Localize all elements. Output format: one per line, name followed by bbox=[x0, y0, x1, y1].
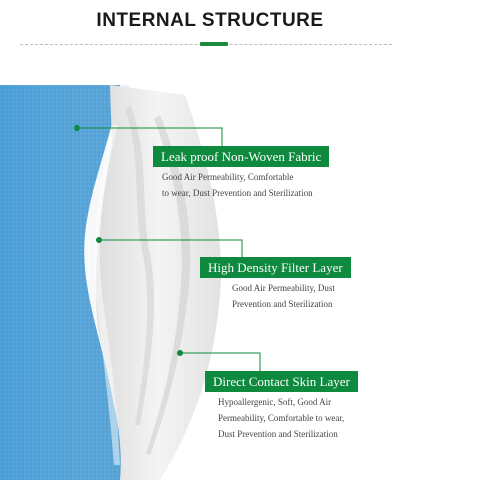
page-title: INTERNAL STRUCTURE bbox=[96, 10, 324, 31]
layer-description-skin: Hypoallergenic, Soft, Good Air Permeabil… bbox=[218, 397, 345, 439]
layer-label-filter: High Density Filter Layer bbox=[200, 257, 351, 278]
layer-label-skin: Direct Contact Skin Layer bbox=[205, 371, 358, 392]
white-filter-layer bbox=[95, 85, 221, 480]
layer-description-nonwoven: Good Air Permeability, Comfortable to we… bbox=[162, 172, 313, 198]
mask-cross-section-image bbox=[0, 85, 221, 480]
layer-description-filter: Good Air Permeability, Dust Prevention a… bbox=[232, 283, 335, 309]
layer-label-nonwoven: Leak proof Non-Woven Fabric bbox=[153, 146, 330, 167]
title-accent-bar bbox=[200, 42, 228, 46]
